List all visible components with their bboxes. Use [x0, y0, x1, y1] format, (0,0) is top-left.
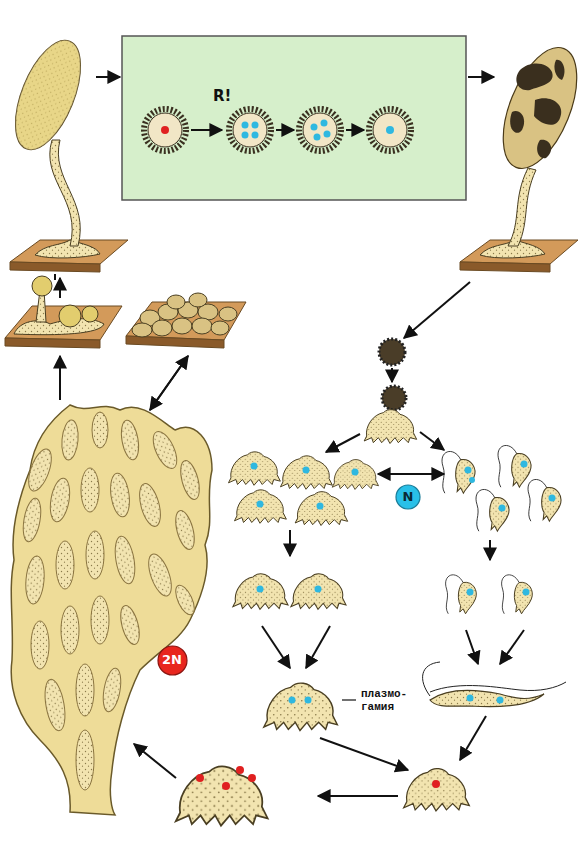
fruiting-substrate — [5, 276, 246, 348]
spore — [364, 339, 417, 444]
plasmodium — [11, 405, 212, 815]
gamete-pair — [233, 574, 532, 614]
swarm-cell-group — [442, 445, 561, 531]
ploidy-text: 2N — [162, 653, 182, 667]
ploidy-badge: N — [395, 484, 421, 510]
sporangium-mature — [460, 37, 588, 272]
plasmogamy-cells — [264, 662, 566, 731]
meiosis-panel — [122, 36, 466, 200]
process-label: плазмо- гамия — [360, 688, 420, 713]
sporangium-young — [2, 31, 128, 272]
badge-fill — [396, 485, 420, 509]
ploidy-text: N — [403, 490, 414, 504]
myxamoeba-group — [228, 452, 378, 526]
zygote — [404, 769, 470, 811]
meiosis-mark: R! — [212, 88, 232, 105]
multinucleate-zygote — [176, 766, 268, 826]
badge-fill — [158, 646, 187, 675]
ploidy-badge: 2N — [157, 645, 188, 676]
